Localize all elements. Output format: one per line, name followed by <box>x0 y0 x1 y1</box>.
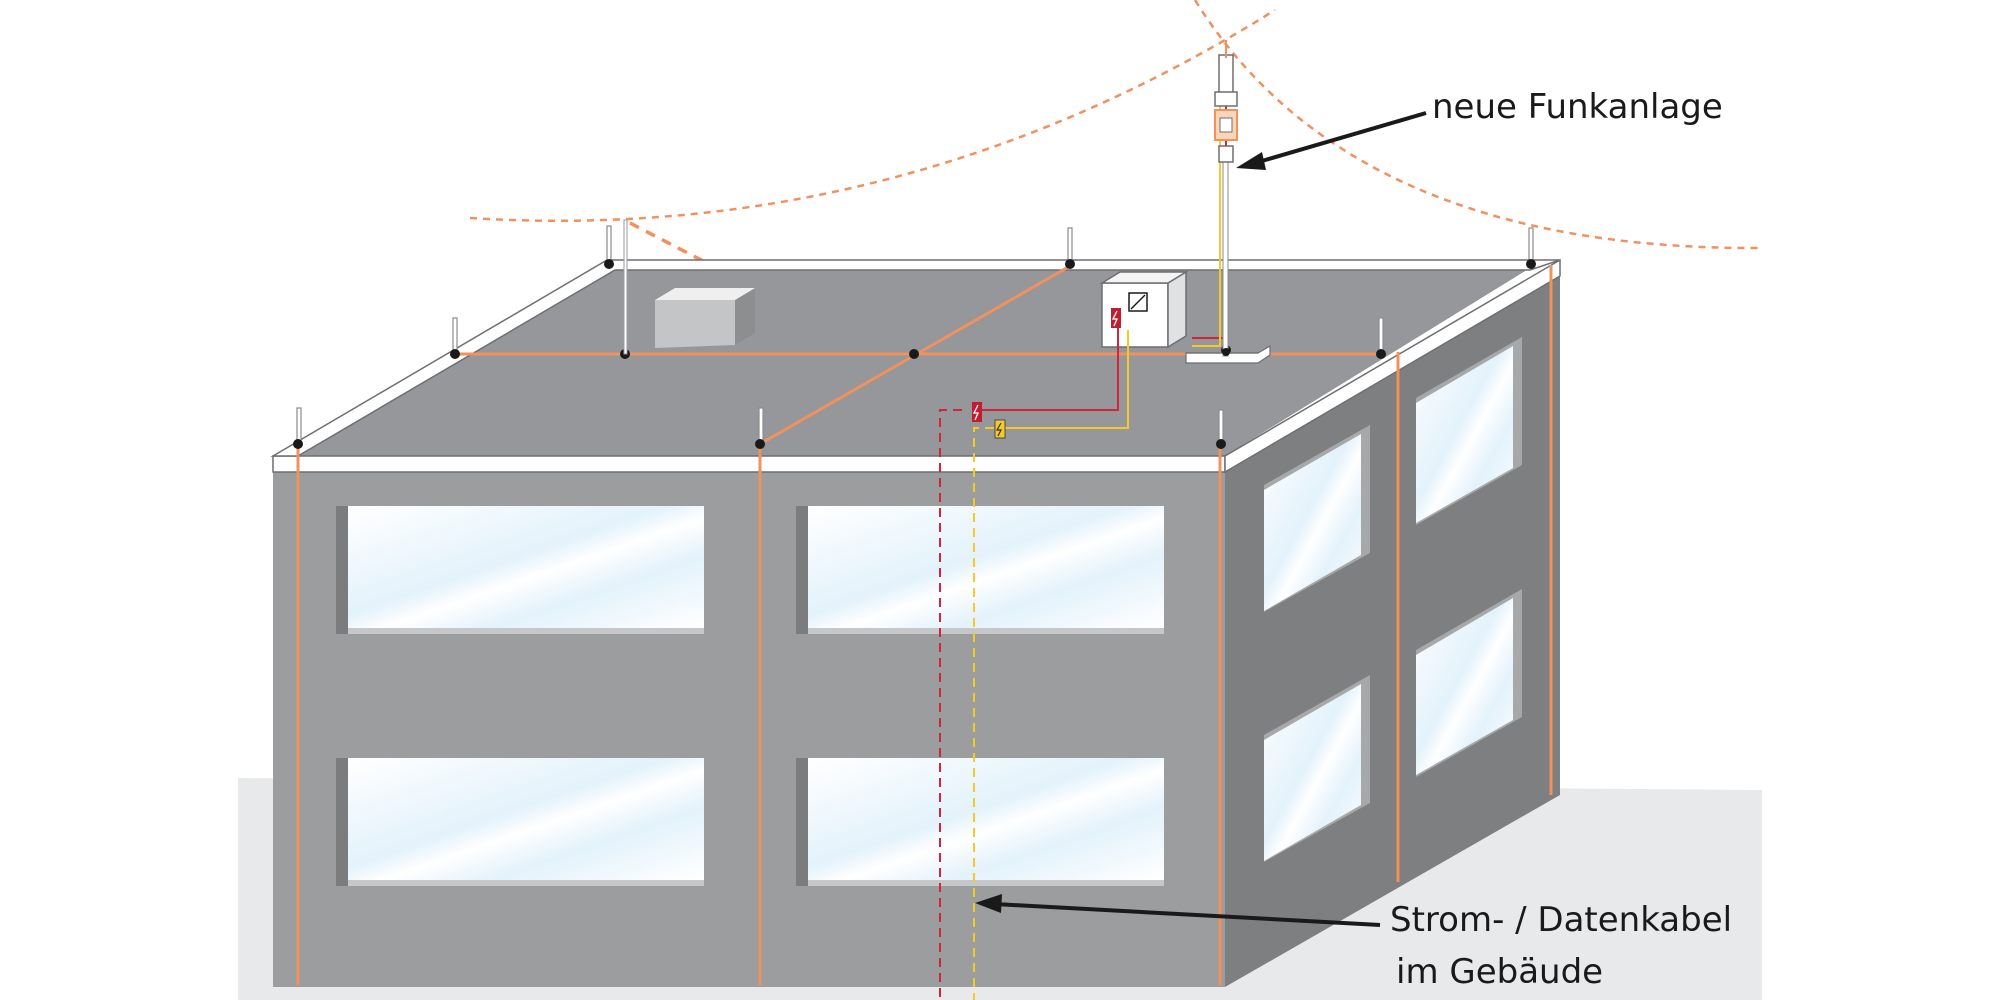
data-surge-protector <box>994 419 1006 439</box>
callout-arrow-cable <box>975 894 1381 927</box>
radio-antenna <box>1214 40 1238 163</box>
front-windows <box>336 506 1164 886</box>
cable-label-line2: im Gebäude <box>1396 952 1604 992</box>
radio-system-label: neue Funkanlage <box>1432 87 1723 127</box>
lightning-bolt-icon <box>972 404 979 421</box>
lightning-bolt-icon <box>1111 308 1121 328</box>
rooftop-unit <box>655 288 755 348</box>
vent-pole <box>623 219 628 355</box>
cable-label-line1: Strom- / Datenkabel <box>1390 900 1733 940</box>
side-windows <box>1264 337 1522 862</box>
roof-surface <box>298 268 1530 456</box>
power-surge-protector <box>972 402 982 422</box>
radiation-zone-arc-left <box>469 8 1276 223</box>
radiation-zone-arc-right <box>1193 0 1761 250</box>
data-cable <box>973 76 1221 1000</box>
switch-box-icon <box>1128 292 1148 312</box>
lightning-bolt-icon <box>995 422 1002 437</box>
callout-arrow-radio <box>1236 111 1427 170</box>
distribution-box <box>1099 270 1189 349</box>
